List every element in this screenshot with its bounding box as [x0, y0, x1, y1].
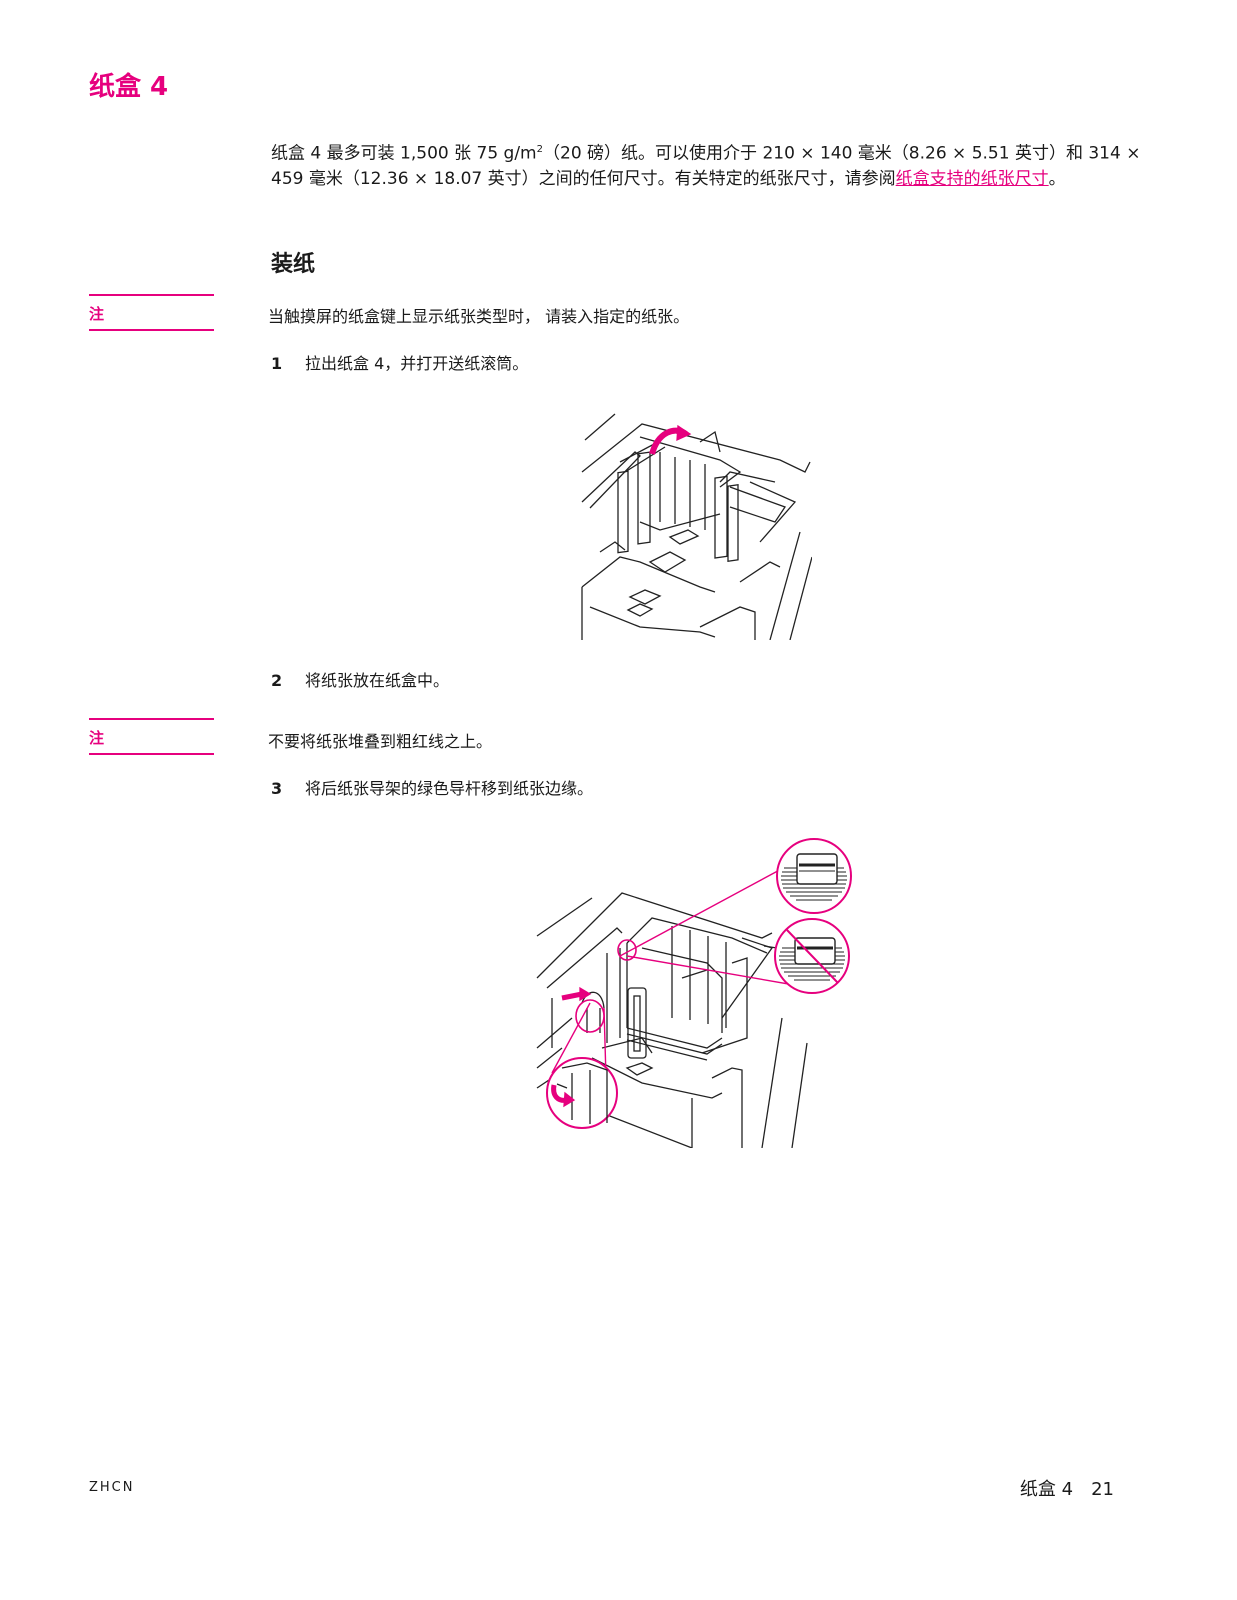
- note-text-1: 当触摸屏的纸盒键上显示纸张类型时， 请装入指定的纸张。: [268, 307, 690, 326]
- intro-text-end: 。: [1048, 168, 1066, 189]
- step-text: 将后纸张导架的绿色导杆移到纸张边缘。: [305, 779, 594, 798]
- intro-text-2: （20 磅）纸。可以使用介于 210 × 140 毫米（8.26 × 5.51 …: [271, 143, 1141, 189]
- tray-4-open-illustration: [581, 413, 812, 640]
- step-number: 1: [271, 354, 283, 373]
- paper-sizes-link[interactable]: 纸盒支持的纸张尺寸: [895, 168, 1049, 189]
- page-title: 纸盒 4: [89, 72, 169, 102]
- step-text: 拉出纸盒 4，并打开送纸滚筒。: [305, 354, 529, 373]
- step-number: 2: [271, 671, 283, 690]
- step-3: 3 将后纸张导架的绿色导杆移到纸张边缘。: [271, 775, 593, 799]
- intro-superscript: 2: [536, 144, 543, 155]
- step-2: 2 将纸张放在纸盒中。: [271, 667, 449, 691]
- intro-paragraph: 纸盒 4 最多可装 1,500 张 75 g/m2（20 磅）纸。可以使用介于 …: [271, 137, 1141, 192]
- note-label-text: 注: [89, 729, 105, 747]
- step-text: 将纸张放在纸盒中。: [305, 671, 450, 690]
- step-number: 3: [271, 779, 283, 798]
- footer-section-title: 纸盒 4: [1019, 1479, 1074, 1500]
- footer-locale: ZHCN: [89, 1480, 135, 1495]
- note-label-1: 注: [89, 294, 214, 331]
- page-number: 21: [1091, 1479, 1114, 1500]
- footer-page-info: 纸盒 4 21: [1020, 1475, 1114, 1501]
- note-label-text: 注: [89, 305, 105, 323]
- note-text-2: 不要将纸张堆叠到粗红线之上。: [268, 732, 493, 751]
- intro-text-1: 纸盒 4 最多可装 1,500 张 75 g/m: [271, 143, 537, 164]
- section-title-load-paper: 装纸: [271, 252, 316, 277]
- note-label-2: 注: [89, 718, 214, 755]
- rear-paper-guide-illustration: [536, 838, 852, 1148]
- step-1: 1 拉出纸盒 4，并打开送纸滚筒。: [271, 350, 528, 374]
